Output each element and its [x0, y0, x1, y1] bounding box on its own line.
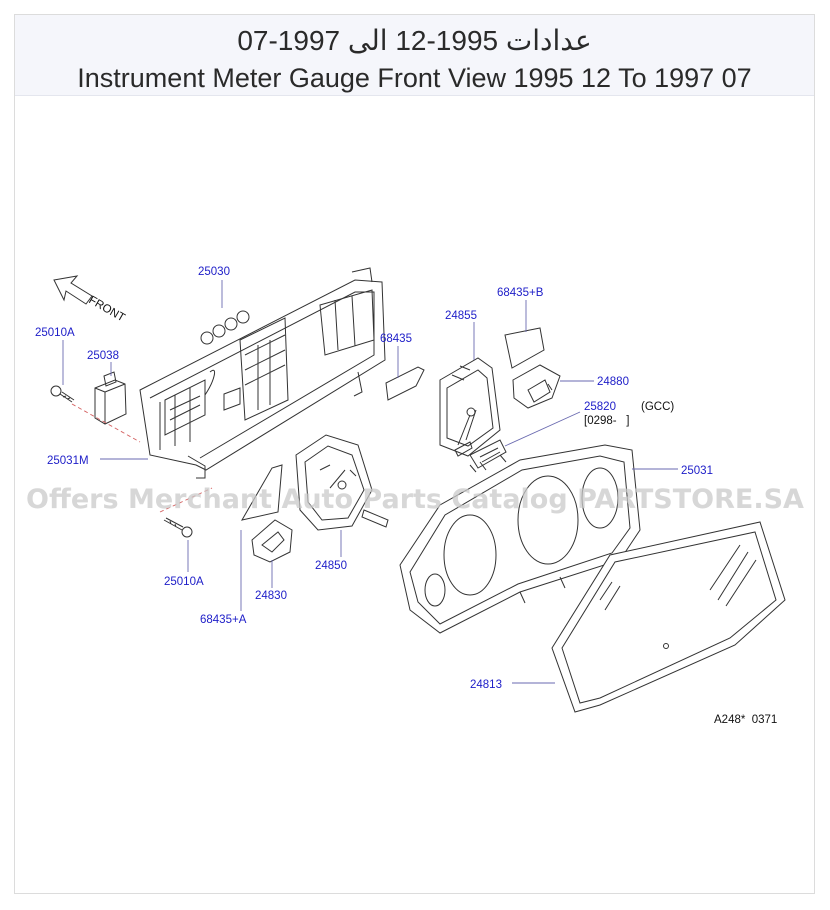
glass-24813	[551, 521, 786, 713]
cover-68435a	[240, 464, 283, 521]
part-label-24850[interactable]: 24850	[315, 560, 347, 572]
front-arrow-icon	[53, 275, 93, 305]
part-label-24855[interactable]: 24855	[445, 310, 477, 322]
note-date-range: [0298- ]	[584, 415, 629, 427]
part-label-25010a-top[interactable]: 25010A	[35, 327, 75, 339]
connector-25820	[469, 439, 507, 469]
part-label-68435[interactable]: 68435	[380, 333, 412, 345]
mount-guide-line	[71, 403, 141, 443]
part-label-68435b[interactable]: 68435+B	[497, 287, 544, 299]
gauge-24830	[251, 519, 293, 563]
connector-25038	[94, 371, 127, 425]
cover-68435b	[504, 327, 545, 369]
note-gcc: (GCC)	[641, 401, 674, 413]
part-label-24830[interactable]: 24830	[255, 590, 287, 602]
bezel-25031	[399, 444, 641, 634]
rear-housing-25030	[139, 267, 386, 479]
part-label-25030[interactable]: 25030	[198, 266, 230, 278]
part-label-25010a-bottom[interactable]: 25010A	[164, 576, 204, 588]
watermark-text: Offers Merchant Auto Parts Catalog PARTS…	[26, 484, 804, 515]
screw-bottom-icon	[163, 517, 193, 538]
part-label-25031[interactable]: 25031	[681, 465, 713, 477]
part-label-68435a[interactable]: 68435+A	[200, 614, 247, 626]
page-frame	[14, 14, 815, 894]
part-label-24880[interactable]: 24880	[597, 376, 629, 388]
leader-line	[504, 411, 581, 447]
title-arabic: عدادات 1995-12 الى 1997-07	[237, 25, 592, 56]
front-label: FRONT	[87, 294, 127, 324]
part-label-25038[interactable]: 25038	[87, 350, 119, 362]
diagram-reference-code: A248* 0371	[714, 714, 777, 726]
page-header: عدادات 1995-12 الى 1997-07 Instrument Me…	[15, 15, 814, 96]
screw-top-icon	[50, 385, 75, 403]
gauge-24855	[439, 357, 501, 457]
speedometer-24850	[295, 434, 389, 531]
gauge-24880	[512, 364, 561, 409]
part-label-25031m[interactable]: 25031M	[47, 455, 89, 467]
part-label-24813[interactable]: 24813	[470, 679, 502, 691]
title-english: Instrument Meter Gauge Front View 1995 1…	[77, 63, 752, 93]
mount-guide-line	[159, 487, 213, 513]
cover-68435	[385, 366, 425, 401]
part-label-25820[interactable]: 25820	[584, 401, 616, 413]
